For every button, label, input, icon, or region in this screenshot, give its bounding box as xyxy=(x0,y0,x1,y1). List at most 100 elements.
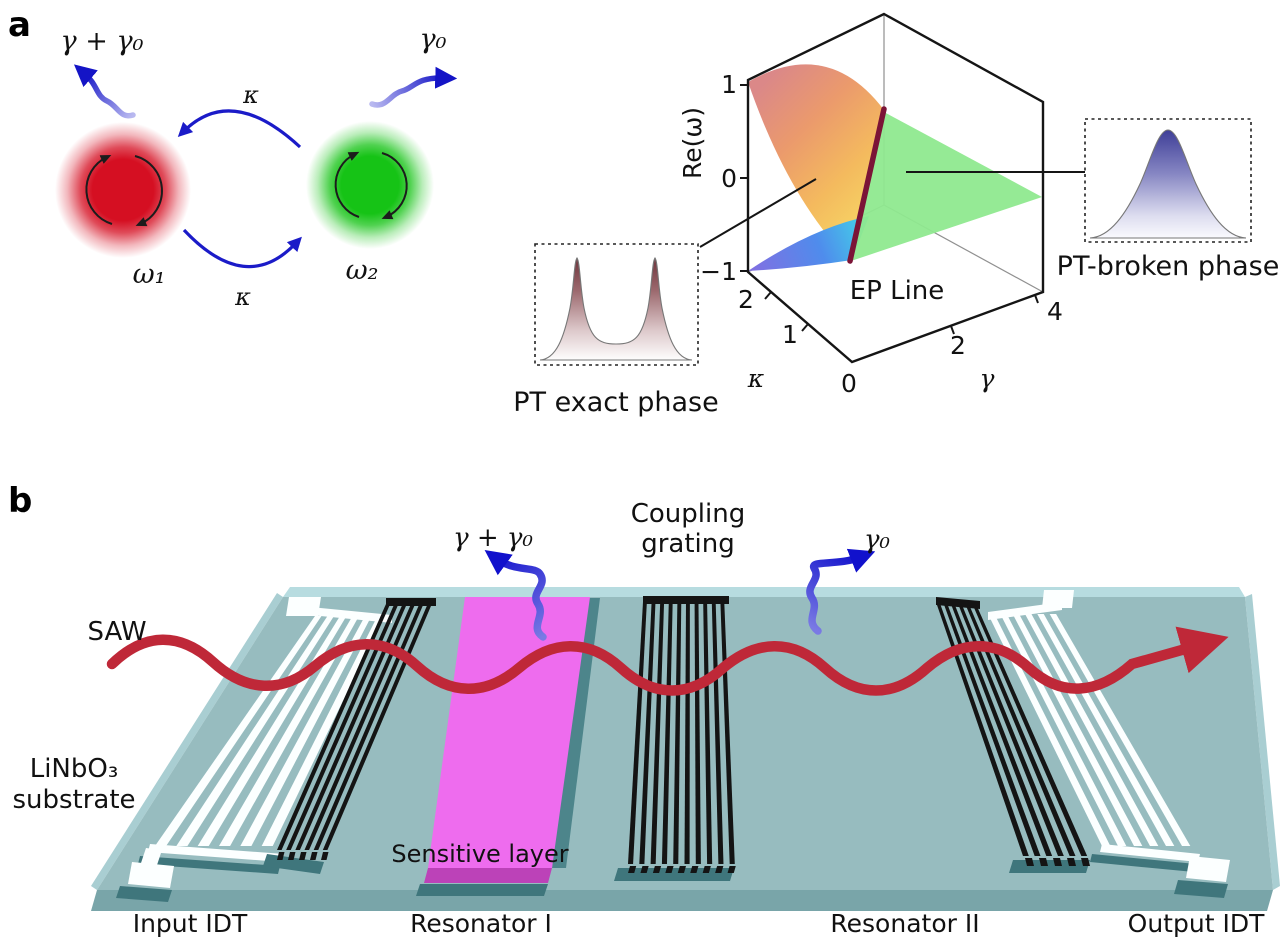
resonator2-label: Resonator II xyxy=(830,909,979,938)
resonator1-circulation-arrows xyxy=(85,154,163,227)
coupling-grating-label-line1: Coupling xyxy=(631,499,745,529)
kappa-axis-label: κ xyxy=(747,364,765,393)
grating-bar xyxy=(650,602,665,864)
z-tick-0: 0 xyxy=(721,164,737,193)
substrate-right-bevel xyxy=(1245,594,1280,890)
loss-right-label-b: γ₀ xyxy=(864,525,891,555)
grating-bar xyxy=(951,605,1053,856)
coupling-grating-top-bus xyxy=(643,596,729,604)
grating-foot xyxy=(690,866,699,873)
panel-b-device: b xyxy=(8,481,1280,938)
grating-bar xyxy=(661,602,673,864)
resonator1-label: Resonator I xyxy=(410,909,552,938)
origin-tick: 0 xyxy=(841,369,857,398)
grating-bar xyxy=(958,605,1064,856)
z-tick-neg1: −1 xyxy=(700,257,737,286)
grating-foot xyxy=(640,866,649,873)
idt-finger xyxy=(1037,614,1175,846)
saw-wave-arrow xyxy=(106,626,1229,696)
idt-finger xyxy=(1049,614,1191,846)
ep-line-label: EP Line xyxy=(850,276,945,306)
plot-axis-ticks xyxy=(740,84,1039,335)
kappa-tick-1: 1 xyxy=(782,320,798,349)
substrate-front-bevel xyxy=(91,890,1273,911)
grating-bar xyxy=(295,604,407,850)
idt-finger xyxy=(176,616,334,846)
pt-broken-plane xyxy=(851,112,1042,261)
gamma-tick-4: 4 xyxy=(1047,297,1063,326)
grating-foot xyxy=(652,866,662,873)
coupling-arrow-top xyxy=(177,109,302,149)
grating-bar xyxy=(972,605,1088,856)
loss-left-label: γ + γ₀ xyxy=(61,26,144,57)
grating-bar xyxy=(684,602,690,864)
coupling-grating-feet xyxy=(628,866,736,873)
eigenfrequency-3d-plot: Re(ω) 1 0 −1 2 1 0 κ 2 4 γ EP Line PT ex… xyxy=(513,12,1279,418)
grating-bar xyxy=(694,602,701,864)
output-idt-bottom-pad xyxy=(1186,856,1230,882)
grating-bar xyxy=(639,602,656,864)
grating-foot xyxy=(727,866,736,873)
exact-inset-connector xyxy=(699,178,817,248)
resonator2-bars xyxy=(937,605,1088,856)
grating-foot xyxy=(288,852,296,860)
gamma-axis-label: γ xyxy=(980,364,995,393)
grating-foot xyxy=(277,852,285,860)
input-idt-top-pad xyxy=(286,597,321,616)
input-idt-bottom-link xyxy=(140,848,162,868)
coupling-arrow-bottom xyxy=(182,228,302,269)
z-axis-label: Re(ω) xyxy=(678,107,707,179)
loss-wavy-arrow-resonator2 xyxy=(806,548,876,635)
output-idt-top-pad xyxy=(1042,590,1074,608)
coupling-top-label: κ xyxy=(242,81,259,109)
plot-box-frame xyxy=(746,12,1045,364)
grating-bar xyxy=(673,602,682,864)
input-idt-bottom-pad xyxy=(128,862,174,888)
grating-foot xyxy=(715,866,724,873)
pt-broken-inset: PT-broken phase xyxy=(1057,118,1279,282)
grating-foot xyxy=(1081,858,1090,866)
pt-exact-caption: PT exact phase xyxy=(513,387,719,418)
grating-foot xyxy=(702,866,711,873)
single-peak-curve xyxy=(1089,129,1247,239)
panel-a-label: a xyxy=(8,5,31,45)
z-tick-1: 1 xyxy=(721,70,737,99)
grating-foot xyxy=(321,852,329,860)
grating-bar xyxy=(286,604,399,850)
panel-a-schematic: a γ + γ₀ γ₀ κ κ ω₁ ω₂ xyxy=(8,5,458,311)
grating-bar xyxy=(703,602,713,864)
omega1-label: ω₁ xyxy=(133,259,166,290)
idt-finger xyxy=(219,616,359,846)
panel-b-label: b xyxy=(8,481,32,521)
grating-bar xyxy=(304,604,416,850)
substrate-left-bevel xyxy=(91,593,283,890)
idt-finger xyxy=(1025,614,1159,846)
grating-foot xyxy=(628,866,637,873)
sensitive-layer-front xyxy=(424,868,552,883)
coupling-grating-bars xyxy=(628,602,735,864)
sensitive-layer-side-strip xyxy=(552,598,600,868)
grating-foot xyxy=(665,866,674,873)
grating-foot xyxy=(1053,858,1062,866)
grating-bar xyxy=(322,604,432,850)
input-idt-label: Input IDT xyxy=(133,909,248,938)
grating-bar xyxy=(965,605,1076,856)
grating-foot xyxy=(677,866,686,873)
kappa-tick-2: 2 xyxy=(738,285,754,314)
grating-bar xyxy=(937,605,1029,856)
surface-lower-branch xyxy=(748,216,869,271)
sensitive-layer-top xyxy=(428,597,590,868)
pt-exact-inset: PT exact phase xyxy=(513,243,719,418)
grating-foot xyxy=(1067,858,1076,866)
sensitive-layer-label: Sensitive layer xyxy=(391,840,568,868)
loss-left-label-b: γ + γ₀ xyxy=(453,523,533,553)
grating-foot xyxy=(1039,858,1048,866)
omega2-label: ω₂ xyxy=(346,255,379,286)
coupling-grating xyxy=(614,596,736,881)
substrate-label-line1: LiNbO₃ xyxy=(30,754,119,784)
grating-foot xyxy=(299,852,307,860)
surface-upper-branch xyxy=(748,64,884,261)
resonator1-grating xyxy=(263,598,436,874)
resonator1-bars xyxy=(277,604,432,850)
